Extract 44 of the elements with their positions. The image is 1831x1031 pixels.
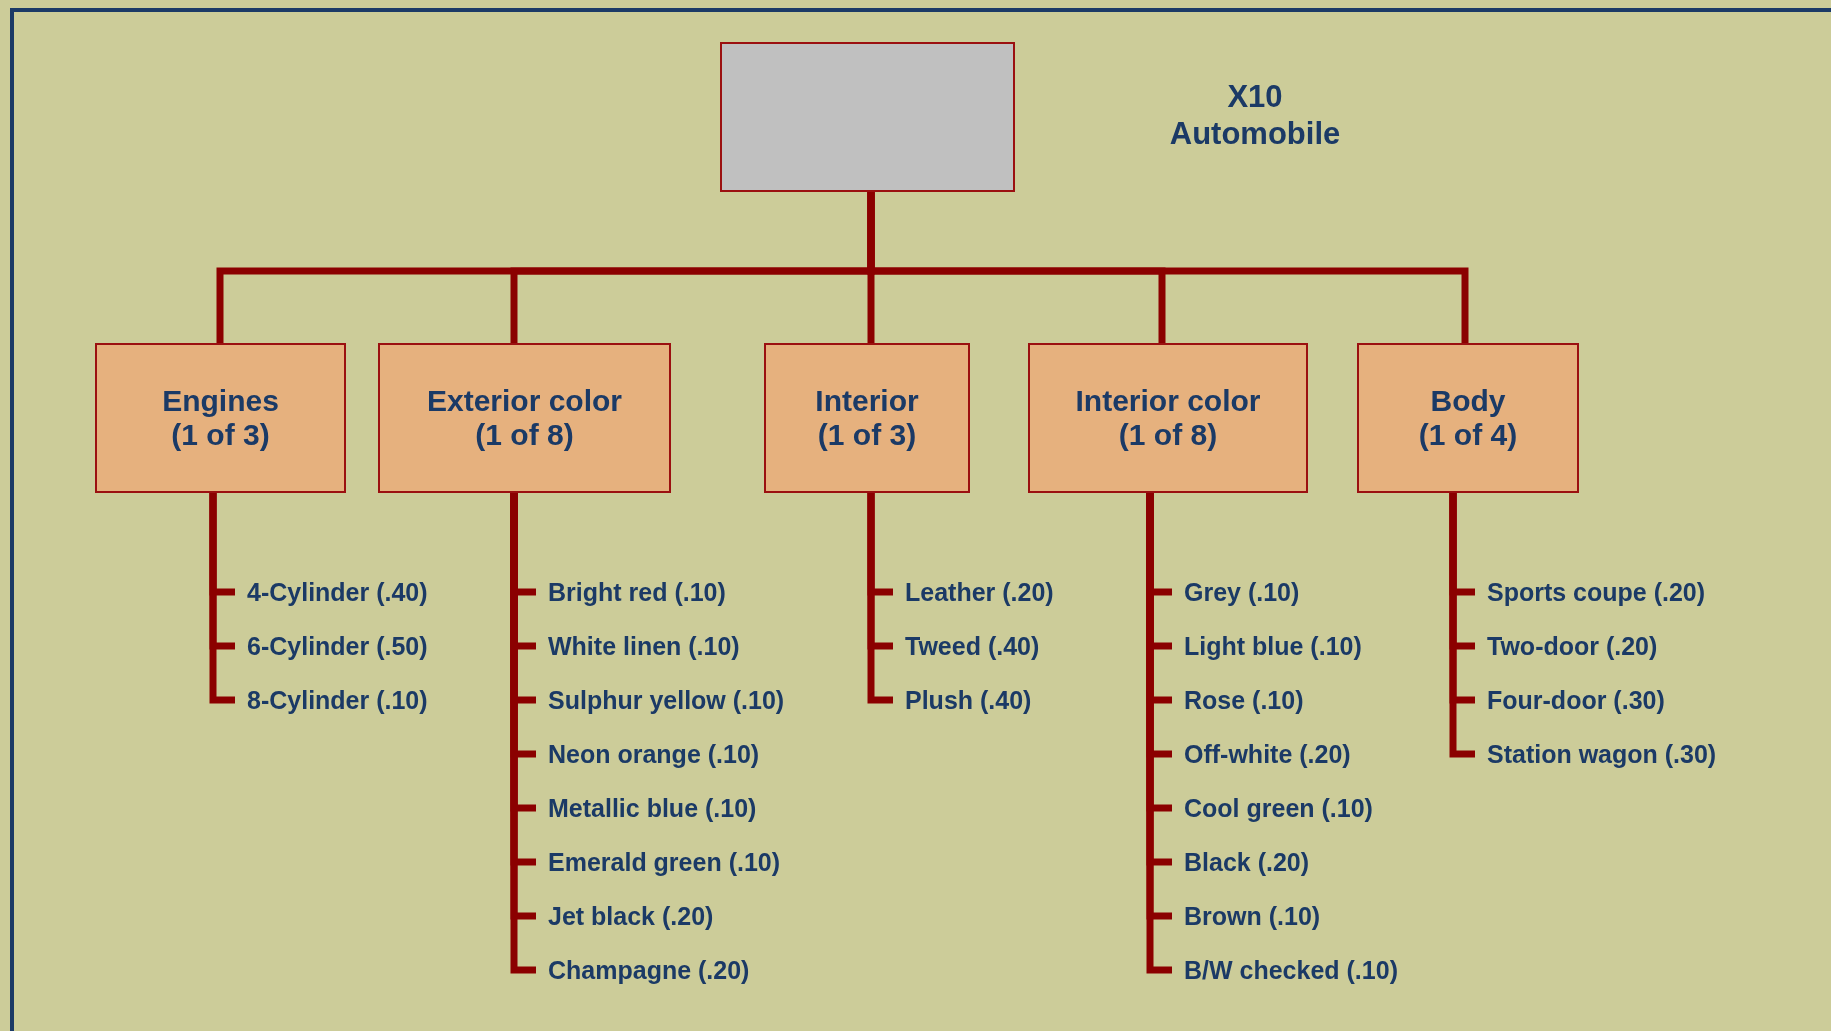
category-box: [764, 343, 970, 493]
choice-count: (1 of 3): [171, 418, 270, 453]
category-box: [1357, 343, 1579, 493]
option-text: Bright red (.10): [536, 572, 726, 612]
option-text: 6-Cylinder (.50): [235, 626, 428, 666]
option-text: Brown (.10): [1172, 896, 1321, 936]
option-text: Champagne (.20): [536, 950, 750, 990]
product-box: [720, 42, 1015, 192]
option-text: Station wagon (.30): [1475, 734, 1717, 774]
choice-count: (1 of 3): [817, 418, 917, 453]
option-text: Rose (.10): [1172, 680, 1304, 720]
option-text: Light blue (.10): [1172, 626, 1362, 666]
category-title: Engines: [162, 383, 279, 418]
option-text: Black (.20): [1172, 842, 1310, 882]
option-text: Metallic blue (.10): [536, 788, 757, 828]
category-title: Body: [1430, 383, 1506, 418]
option-text: 4-Cylinder (.40): [235, 572, 428, 612]
option-text: Sports coupe (.20): [1475, 572, 1706, 612]
option-text: Two-door (.20): [1475, 626, 1658, 666]
option-text: Emerald green (.10): [536, 842, 781, 882]
option-text: Jet black (.20): [536, 896, 714, 936]
category-title: Exterior color: [426, 383, 623, 418]
option-text: B/W checked (.10): [1172, 950, 1398, 990]
option-text: Grey (.10): [1172, 572, 1300, 612]
category-box: [95, 343, 346, 493]
option-text: Leather (.20): [893, 572, 1054, 612]
option-text: Four-door (.30): [1475, 680, 1665, 720]
category-title: Interior: [815, 383, 919, 418]
title-text: X10 Automobile: [1168, 78, 1342, 153]
category-box: [378, 343, 671, 493]
category-title: Interior color: [1075, 383, 1261, 418]
category-box: [1028, 343, 1308, 493]
choice-count: (1 of 4): [1418, 418, 1518, 453]
option-text: Sulphur yellow (.10): [536, 680, 785, 720]
option-text: Off-white (.20): [1172, 734, 1351, 774]
option-text: Plush (.40): [893, 680, 1032, 720]
choice-count: (1 of 8): [1118, 418, 1218, 453]
tree-connector: [867, 192, 1469, 343]
option-text: White linen (.10): [536, 626, 740, 666]
option-text: Neon orange (.10): [536, 734, 760, 774]
option-text: 8-Cylinder (.10): [235, 680, 428, 720]
option-text: Tweed (.40): [893, 626, 1040, 666]
choice-count: (1 of 8): [475, 418, 574, 453]
option-text: Cool green (.10): [1172, 788, 1373, 828]
